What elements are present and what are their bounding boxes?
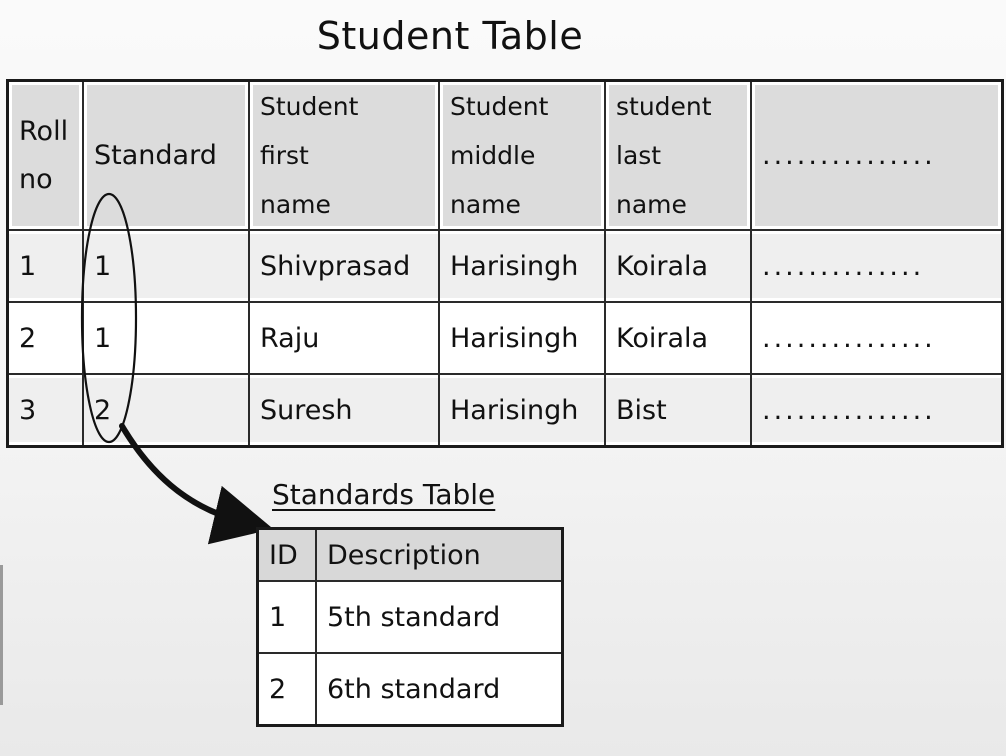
cell-last-name: Koirala [606,303,752,375]
table-row: 1 1 Shivprasad Harisingh Koirala .......… [9,231,1001,303]
cell-id: 2 [259,654,317,724]
header-middle-name: Student middle name [440,82,606,231]
standards-header-row: ID Description [259,530,561,582]
cell-last-name: Koirala [606,231,752,303]
cell-id: 1 [259,582,317,654]
cell-middle-name: Harisingh [440,231,606,303]
table-row: 2 6th standard [259,654,561,724]
header-description: Description [317,530,561,582]
table-row: 3 2 Suresh Harisingh Bist ..............… [9,375,1001,445]
header-id: ID [259,530,317,582]
student-table: Roll no Standard Student first name Stud… [6,79,1004,448]
standards-table: ID Description 1 5th standard 2 6th stan… [256,527,564,727]
cell-description: 5th standard [317,582,561,654]
table-row: 1 5th standard [259,582,561,654]
cell-middle-name: Harisingh [440,303,606,375]
cell-first-name: Shivprasad [250,231,440,303]
cell-roll-no: 2 [9,303,84,375]
header-last-name: student last name [606,82,752,231]
student-table-title-text: Student Table [316,14,584,58]
header-standard: Standard [84,82,250,231]
cell-standard: 2 [84,375,250,445]
cell-more: .............. [752,231,1001,303]
cell-roll-no: 1 [9,231,84,303]
left-edge-divider [0,565,3,705]
cell-standard: 1 [84,303,250,375]
cell-middle-name: Harisingh [440,375,606,445]
standards-table-title: Standards Table [272,478,496,511]
header-more-columns: ............... [752,82,1001,231]
cell-more: ............... [752,303,1001,375]
cell-first-name: Suresh [250,375,440,445]
student-header-row: Roll no Standard Student first name Stud… [9,82,1001,231]
header-first-name: Student first name [250,82,440,231]
cell-roll-no: 3 [9,375,84,445]
cell-first-name: Raju [250,303,440,375]
cell-description: 6th standard [317,654,561,724]
table-row: 2 1 Raju Harisingh Koirala .............… [9,303,1001,375]
header-roll-no: Roll no [9,82,84,231]
cell-last-name: Bist [606,375,752,445]
cell-more: ............... [752,375,1001,445]
cell-standard: 1 [84,231,250,303]
student-table-title: Student Table [0,14,900,58]
